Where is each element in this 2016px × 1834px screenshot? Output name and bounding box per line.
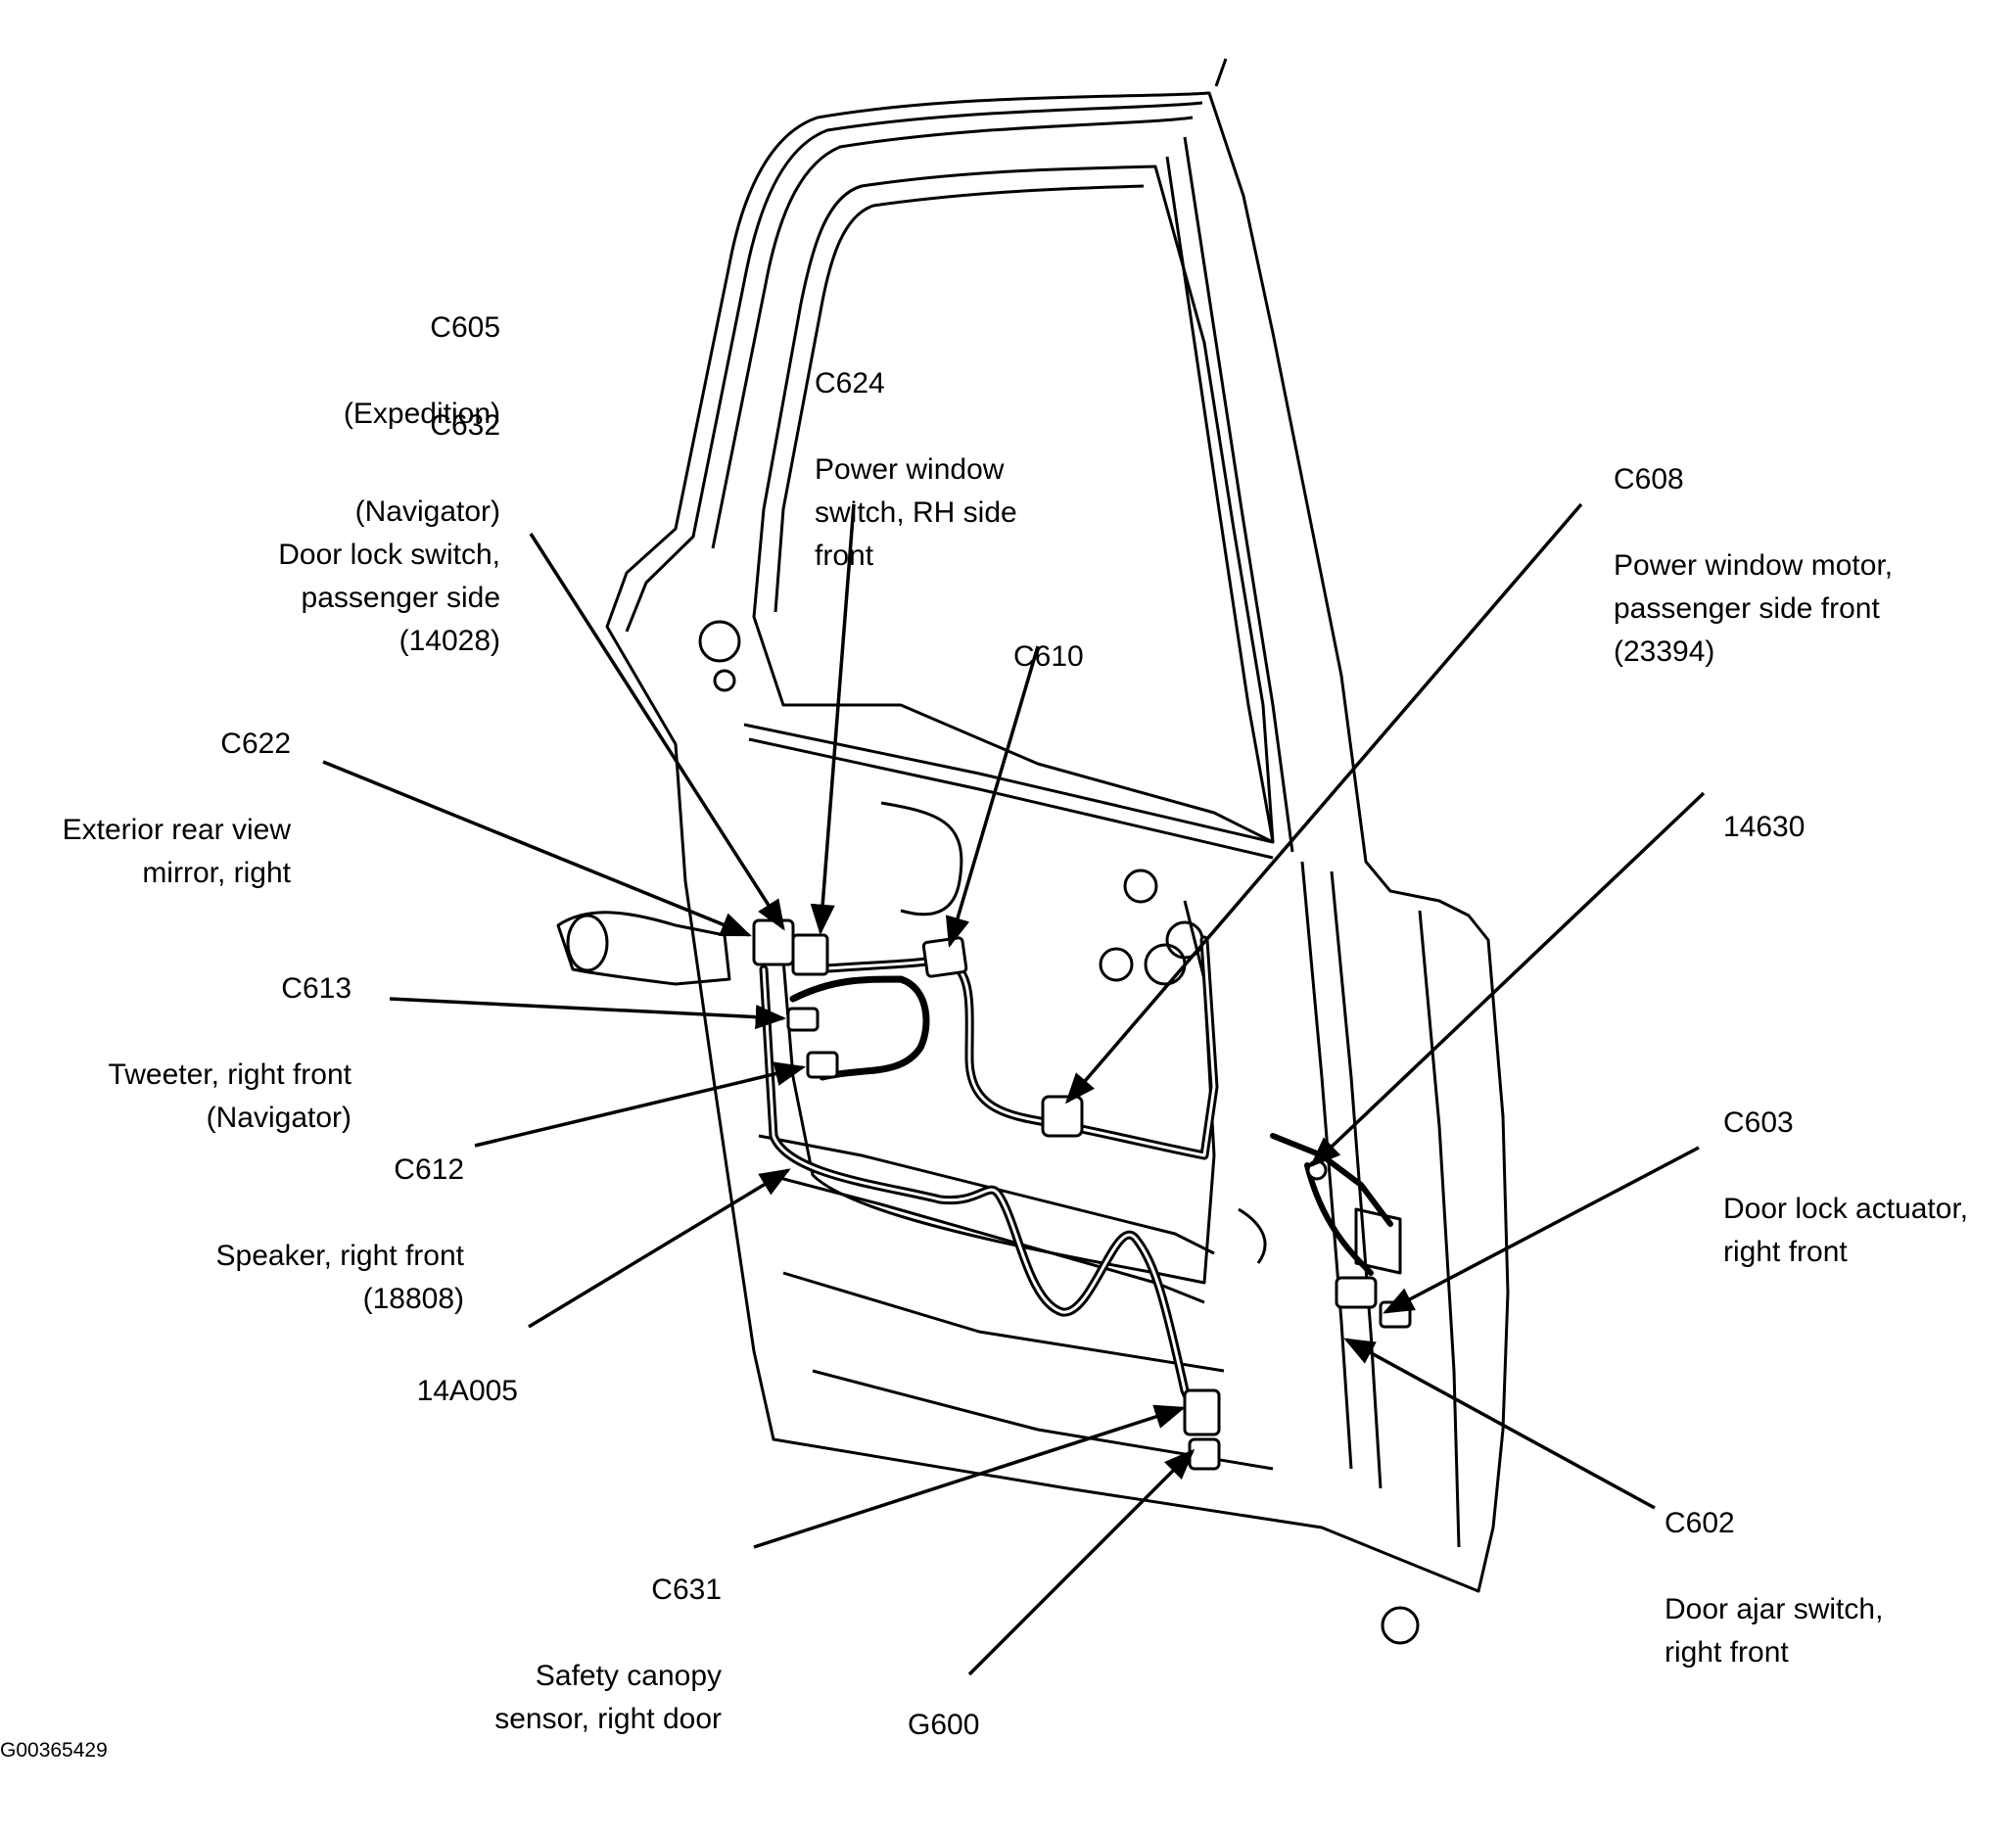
label-14630-code: 14630: [1723, 811, 1805, 843]
label-g600: G600: [908, 1661, 979, 1790]
label-14a005: 14A005: [417, 1327, 518, 1456]
label-c605-text: (Expedition): [343, 398, 500, 430]
label-c612-code: C612: [394, 1153, 464, 1186]
label-c613: C613 Tweeter, right front (Navigator): [109, 924, 352, 1183]
label-c603-text: Door lock actuator, right front: [1723, 1193, 1969, 1268]
label-c603: C603 Door lock actuator, right front: [1723, 1058, 1968, 1317]
label-c613-text: Tweeter, right front (Navigator): [108, 1058, 352, 1134]
label-c605: C605 (Expedition): [344, 263, 500, 479]
label-14630: 14630: [1723, 763, 1805, 892]
label-c632: C632 (Navigator) Door lock switch, passe…: [278, 361, 500, 706]
leader-lines: [322, 502, 1706, 1676]
label-14a005-code: 14A005: [416, 1375, 518, 1407]
label-c624: C624 Power window switch, RH side front: [815, 319, 1017, 621]
connectors: [752, 918, 1412, 1471]
leader-c603: [1383, 1146, 1700, 1314]
label-c624-code: C624: [815, 367, 885, 400]
label-c631-code: C631: [651, 1574, 722, 1606]
label-c632-text: (Navigator) Door lock switch, passenger …: [278, 495, 500, 657]
label-c605-code: C605: [430, 311, 500, 344]
label-c608: C608 Power window motor, passenger side …: [1614, 415, 1893, 717]
label-c612-text: Speaker, right front (18808): [215, 1240, 464, 1315]
wiring-harness: [759, 935, 1393, 1434]
leader-c624: [810, 503, 856, 936]
label-c612: C612 Speaker, right front (18808): [216, 1105, 464, 1364]
leader-14a005: [528, 1168, 791, 1329]
label-c603-code: C603: [1723, 1106, 1794, 1139]
leader-c631: [753, 1404, 1186, 1549]
leader-c612: [474, 1061, 807, 1148]
label-c608-code: C608: [1614, 463, 1684, 495]
leader-c608: [1064, 502, 1583, 1105]
label-c622-code: C622: [220, 728, 291, 760]
door-outline: [556, 58, 1510, 1645]
label-c622-text: Exterior rear view mirror, right: [62, 814, 291, 889]
label-c608-text: Power window motor, passenger side front…: [1614, 549, 1894, 668]
label-c602: C602 Door ajar switch, right front: [1664, 1459, 1883, 1717]
leader-c622: [322, 760, 752, 937]
leader-g600: [967, 1448, 1196, 1676]
leader-c613: [389, 997, 787, 1030]
label-c631: C631 Safety canopy sensor, right door: [494, 1526, 722, 1784]
label-c624-text: Power window switch, RH side front: [815, 453, 1017, 572]
label-c602-text: Door ajar switch, right front: [1664, 1593, 1884, 1669]
label-c610-code: C610: [1013, 640, 1084, 673]
label-c632-code: C632: [430, 409, 500, 442]
label-c602-code: C602: [1664, 1507, 1735, 1539]
label-c631-text: Safety canopy sensor, right door: [494, 1660, 722, 1735]
leader-c632: [529, 533, 785, 931]
figure-id: G00365429: [0, 1739, 108, 1762]
leader-c602: [1343, 1338, 1656, 1510]
leader-14630: [1309, 791, 1706, 1168]
label-c610: C610: [1013, 592, 1084, 722]
label-c613-code: C613: [281, 972, 352, 1005]
label-g600-code: G600: [908, 1709, 980, 1741]
leader-c610: [945, 645, 1040, 949]
label-c622: C622 Exterior rear view mirror, right: [63, 680, 291, 938]
